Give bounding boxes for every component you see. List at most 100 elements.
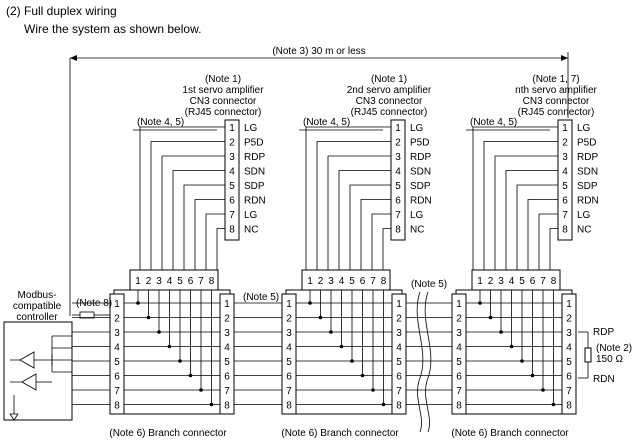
branch-top-pin: 5 [519, 276, 525, 287]
amp-pin-number: 2 [562, 138, 568, 149]
amp-pin-signal: P5D [410, 138, 429, 149]
terminator-value-label: 150 Ω [596, 354, 623, 365]
branch-right-pin: 2 [396, 314, 402, 325]
branch-left-pin: 6 [456, 372, 462, 383]
junction-dot [188, 373, 193, 378]
branch-top-pin: 4 [509, 276, 515, 287]
amp-pin-signal: LG [410, 210, 424, 221]
branch-left-pin: 5 [286, 357, 292, 368]
amp-wire [161, 155, 225, 270]
branch-left-pin: 6 [286, 372, 292, 383]
branch-top-pin: 8 [209, 276, 215, 287]
amp-note-label: (Note 1) [205, 74, 241, 85]
amp-pin-signal: SDP [577, 181, 598, 192]
branch-top-pin: 7 [198, 276, 204, 287]
branch-right-pins [391, 293, 407, 415]
amp-pin-number: 4 [229, 167, 235, 178]
cable-break-symbol [416, 291, 432, 433]
note8-shield: (Note 8) [72, 298, 112, 319]
instruction-text: Wire the system as shown below. [24, 22, 201, 36]
controller-label-line1: Modbus- [18, 290, 57, 301]
amp-pin-number: 5 [229, 181, 235, 192]
distance-label: (Note 3) 30 m or less [272, 46, 365, 57]
branch-left-pin: 4 [114, 343, 120, 354]
amp-wire [316, 141, 391, 270]
amp-pin-signal: NC [410, 225, 424, 236]
branch-top-pin: 6 [188, 276, 194, 287]
branch-left-pin: 8 [456, 401, 462, 412]
branch-left-pins [451, 293, 467, 415]
amp-wire [516, 184, 558, 270]
amp-pin-number: 2 [229, 138, 235, 149]
amp-wire [505, 170, 558, 270]
branch-right-pin: 3 [224, 328, 230, 339]
amp-connector-label: CN3 connector [356, 96, 423, 107]
branch-right-pin: 1 [566, 299, 572, 310]
branch-left-pin: 8 [114, 401, 120, 412]
branch-right-pin: 4 [566, 343, 572, 354]
junction-dot [360, 373, 365, 378]
branch-right-pin: 1 [224, 299, 230, 310]
amp-wire [327, 155, 391, 270]
branch-left-pin: 5 [114, 357, 120, 368]
amp-name-label: 1st servo amplifier [182, 85, 264, 96]
amp-pin-signal: RDP [577, 152, 598, 163]
amp-wire [483, 141, 558, 270]
branch-top-pin: 3 [498, 276, 504, 287]
branch-top-pin: 2 [146, 276, 152, 287]
amp-wire [216, 228, 225, 270]
branch-right-pin: 5 [396, 357, 402, 368]
amp-pin-signal: SDN [577, 167, 598, 178]
amp-wire [349, 184, 391, 270]
amp-pin-number: 4 [562, 167, 568, 178]
junction-dot [551, 402, 556, 407]
amp-wire [527, 199, 558, 270]
amp-pin-number: 7 [562, 210, 568, 221]
branch-top-box [129, 269, 219, 291]
amp-pin-signal: LG [577, 210, 591, 221]
branch-right-pin: 5 [566, 357, 572, 368]
branch-body [285, 289, 403, 415]
terminator-note-label: (Note 2) [596, 343, 632, 354]
amp-connector-type-label: (RJ45 connector) [185, 107, 262, 118]
junction-dot [308, 301, 312, 305]
controller-label-line2: compatible [13, 301, 62, 312]
branch-right-pin: 3 [566, 328, 572, 339]
amp-pin-signal: SDP [244, 181, 265, 192]
junction-dot [209, 402, 214, 407]
amp-wire [549, 228, 558, 270]
amp-pin-signal: NC [577, 225, 591, 236]
branch-top-pin: 6 [530, 276, 536, 287]
branch-left-pin: 3 [114, 328, 120, 339]
branch-top-pin: 7 [540, 276, 546, 287]
note5-label-right: (Note 5) [411, 279, 447, 290]
amp-connector-box [224, 119, 240, 241]
branch-left-pin: 4 [286, 343, 292, 354]
branch-right-pin: 7 [566, 386, 572, 397]
branch-top-box [301, 269, 391, 291]
branch-right-pin: 6 [566, 372, 572, 383]
terminator-rdn-label: RDN [593, 374, 615, 385]
branch-top-pin: 3 [156, 276, 162, 287]
amp-pin-number: 5 [395, 181, 401, 192]
branch-right-pin: 7 [396, 386, 402, 397]
branch-left-pin: 1 [286, 299, 292, 310]
junction-dot [339, 344, 344, 349]
branch-left-pins [281, 293, 297, 415]
branch-left-pins [109, 293, 125, 415]
branch-top-pin: 4 [339, 276, 345, 287]
branch-right-pin: 6 [224, 372, 230, 383]
amp-pin-signal: LG [244, 123, 258, 134]
junction-dot [520, 359, 524, 363]
amp-pin-signal: LG [577, 123, 591, 134]
amp-note-label: (Note 1) [371, 74, 407, 85]
branch-right-pin: 4 [224, 343, 230, 354]
junction-dot [136, 301, 140, 305]
branch-left-pin: 8 [286, 401, 292, 412]
amp-pin-signal: P5D [577, 138, 596, 149]
